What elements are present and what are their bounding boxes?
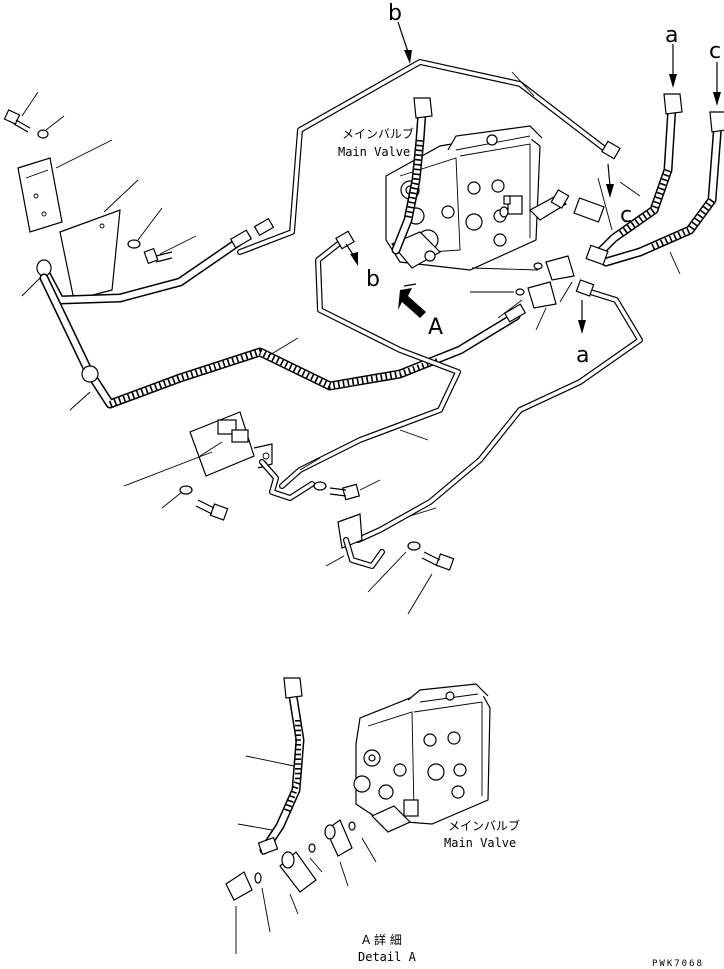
elbow-fitting-a	[575, 279, 595, 297]
bolt-lower-2	[329, 483, 361, 501]
view-arrow-A	[398, 283, 426, 318]
bolt-mid-left	[143, 247, 173, 265]
ref-arrow-c-mid	[606, 163, 614, 198]
washer-lower-1	[179, 485, 193, 495]
lower-bracket-2	[325, 507, 455, 615]
o-ring-right-2	[515, 288, 525, 296]
ref-arrow-b-top	[397, 21, 412, 64]
view-label-A: A	[428, 315, 443, 340]
hose-nut-b	[413, 97, 433, 119]
pipe-right-down	[355, 279, 643, 543]
ref-label-a-top: a	[665, 23, 678, 48]
ref-arrow-b-mid	[345, 243, 358, 266]
detail-hose	[237, 677, 305, 856]
hose-wrapped-lower	[39, 273, 527, 411]
main-valve-label-jp: メインバルブ	[342, 126, 414, 141]
washer-lower-2	[313, 481, 327, 491]
hose-nut-lower	[81, 365, 99, 383]
pipe-top-loop	[237, 59, 621, 255]
hose-nut-c	[709, 111, 724, 133]
pipe-center-down	[279, 230, 461, 489]
washer-mid-left	[127, 239, 141, 249]
detail-title-en: Detail A	[358, 950, 417, 964]
detail-elbow	[225, 871, 253, 901]
ref-arrow-c-top	[713, 62, 721, 106]
ref-arrow-a-top	[669, 44, 677, 88]
detail-o-ring-3	[254, 872, 262, 884]
hose-fitting-left	[229, 229, 253, 249]
detail-valve-label-en: Main Valve	[444, 836, 516, 850]
o-ring-right-1	[533, 262, 543, 270]
ref-label-b-mid: b	[366, 267, 380, 292]
elbow-fitting-right-2	[545, 255, 575, 281]
bolt-top-left	[3, 109, 31, 133]
hose-a-c-right	[573, 93, 724, 275]
ref-label-c-mid: c	[620, 203, 632, 228]
detail-o-ring-2	[308, 843, 316, 853]
adapter-left	[253, 217, 275, 237]
drawing-code: PWK7068	[652, 959, 704, 969]
main-valve-detail	[353, 683, 491, 833]
washer-top-left	[37, 129, 49, 139]
elbow-fitting-right-3	[527, 281, 557, 309]
ref-label-b-top: b	[388, 1, 402, 26]
main-valve-label-en: Main Valve	[338, 145, 410, 159]
left-bracket-assembly	[3, 91, 197, 301]
fitting-a-connector	[585, 244, 609, 266]
bracket-plate-left	[17, 157, 63, 233]
elbow-fitting-right	[601, 140, 621, 160]
detail-o-ring-1	[348, 821, 356, 831]
detail-valve-label-jp: メインバルブ	[448, 818, 520, 833]
elbow-fitting-center	[335, 230, 355, 250]
detail-hose-end	[257, 836, 279, 856]
elbow-fitting-c	[529, 189, 570, 221]
hose-fitting-right	[503, 303, 527, 323]
detail-title-jp: A 詳 細	[362, 932, 402, 947]
fitting-c-connector	[573, 197, 605, 223]
bolt-lower-1	[195, 499, 229, 521]
cover-plate-left	[59, 209, 121, 301]
washer-lower-3	[407, 541, 421, 551]
detail-hose-nut	[283, 677, 303, 699]
ref-label-c-top: c	[709, 39, 721, 64]
ref-label-a-bottom: a	[576, 343, 589, 368]
hose-b-top	[391, 97, 433, 255]
bolt-lower-3	[421, 551, 455, 571]
ref-arrow-a-bottom	[578, 300, 586, 334]
hose-nut-a	[663, 93, 683, 115]
lower-bracket-1	[123, 411, 381, 521]
detail-fittings	[225, 819, 377, 954]
